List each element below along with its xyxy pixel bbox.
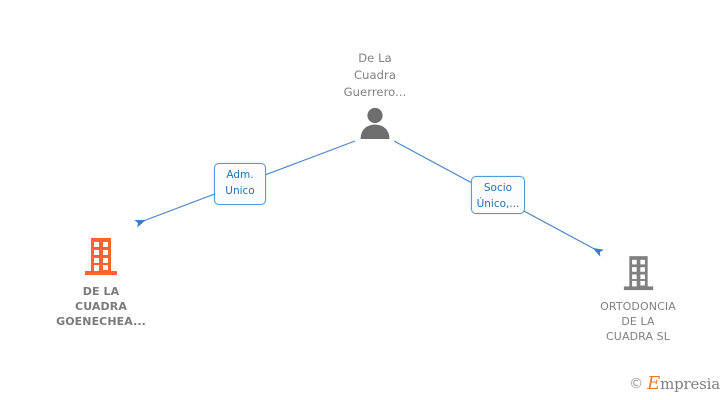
brand-wordmark: Empresia [647, 375, 720, 393]
brand-initial: E [647, 373, 661, 394]
node-person-label: De La Cuadra Guerrero... [343, 51, 407, 99]
node-company-right-label: ORTODONCIA DE LA CUADRA SL [600, 300, 676, 343]
person-icon [313, 105, 437, 140]
building-icon [40, 238, 162, 279]
node-person-de-la-cuadra-guerrero[interactable]: De La Cuadra Guerrero... [313, 50, 437, 140]
building-icon [575, 256, 701, 294]
edge-label-socio-unico[interactable]: Socio Único,... [471, 176, 525, 214]
watermark-empresia: © Empresia [629, 374, 720, 394]
node-company-ortodoncia-de-la-cuadra-sl[interactable]: ORTODONCIA DE LA CUADRA SL [575, 256, 701, 344]
node-company-de-la-cuadra-goenechea[interactable]: DE LA CUADRA GOENECHEA... [40, 238, 162, 329]
node-company-left-label: DE LA CUADRA GOENECHEA... [56, 285, 146, 328]
brand-rest: mpresia [660, 375, 720, 393]
copyright-icon: © [629, 376, 644, 392]
edge-label-adm-unico[interactable]: Adm. Unico [214, 163, 266, 205]
